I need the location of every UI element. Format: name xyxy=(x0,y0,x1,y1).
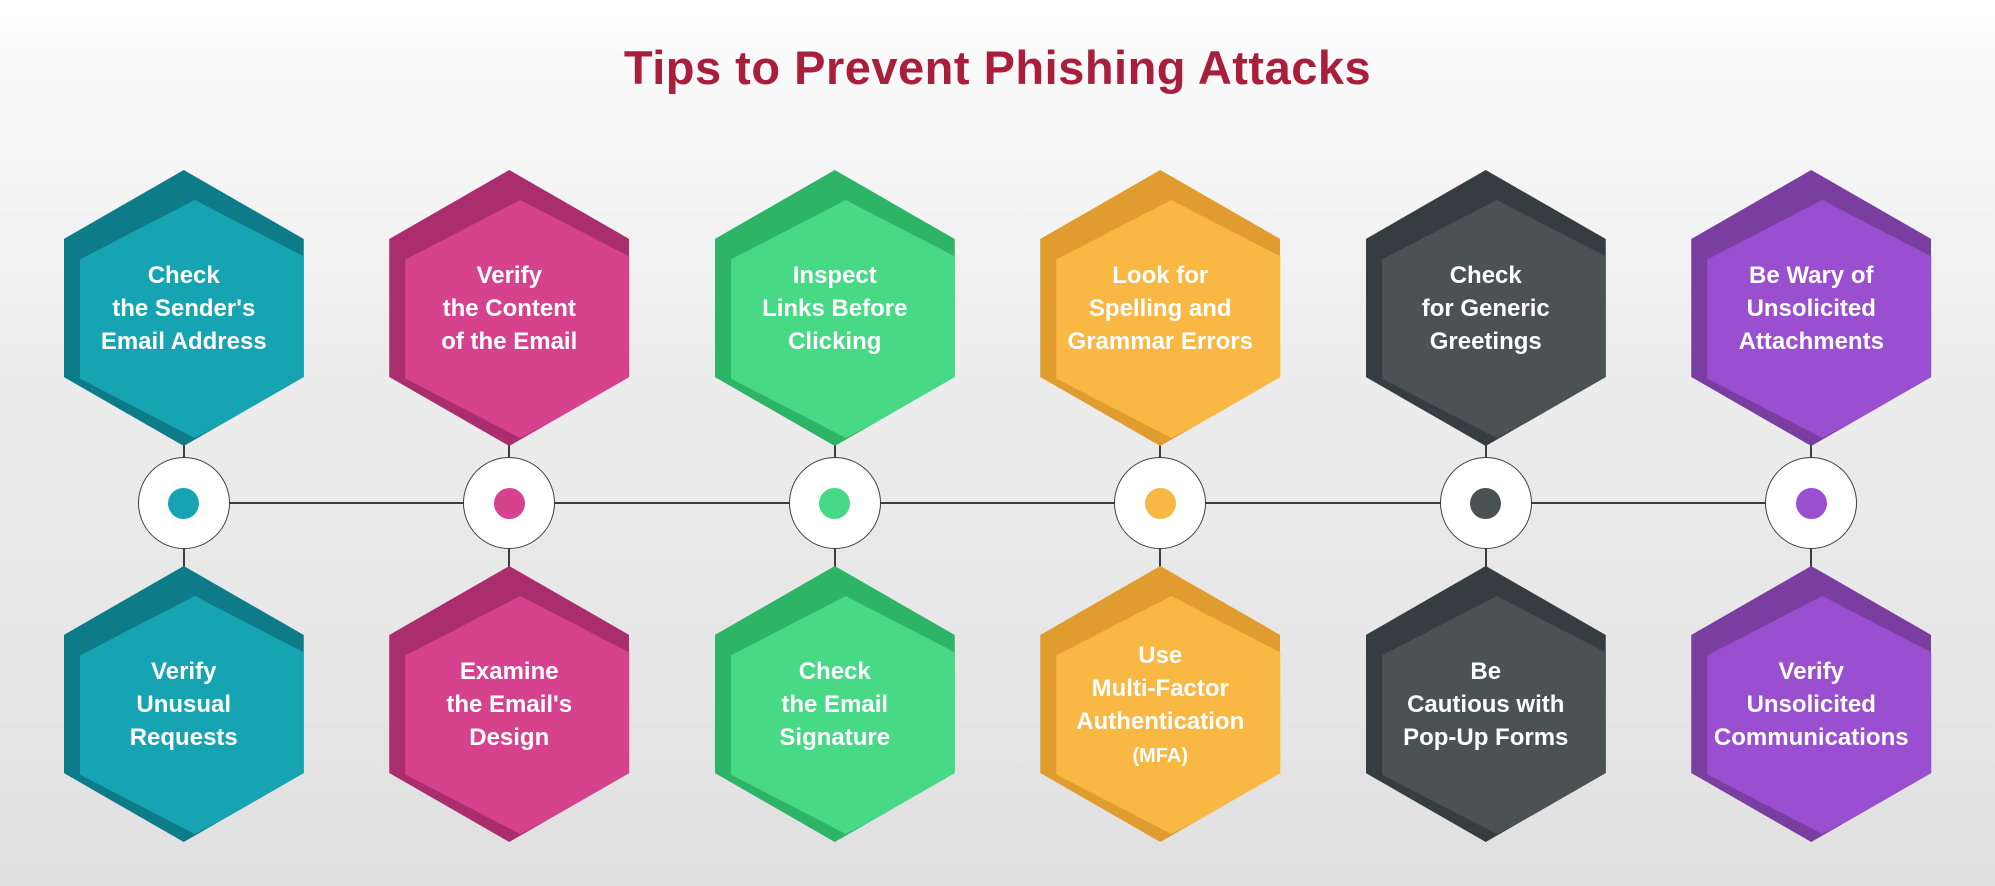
tip-text: Inspect Links Before Clicking xyxy=(762,261,908,355)
hexagon-top-label: Check the Sender's Email Address xyxy=(64,170,304,446)
hexagon-top: Check for Generic Greetings xyxy=(1365,170,1606,446)
tip-text: Be Cautious with Pop-Up Forms xyxy=(1403,657,1569,751)
timeline-node-circle xyxy=(137,457,230,549)
hexagon-bottom-label: Verify Unsolicited Communications xyxy=(1691,566,1931,842)
tip-text: Check the Sender's Email Address xyxy=(100,261,267,355)
timeline-column-email-content: Verify the Content of the Email Examine … xyxy=(347,0,673,886)
timeline-node-dot xyxy=(1144,487,1176,519)
timeline-line xyxy=(184,502,1811,504)
timeline-node-dot xyxy=(1795,487,1827,519)
timeline-node-circle xyxy=(788,457,881,549)
tip-text: Check the Email Signature xyxy=(779,657,891,751)
timeline-node-circle xyxy=(1114,457,1207,549)
hexagon-bottom-label: Examine the Email's Design xyxy=(389,566,629,842)
hexagon-bottom-label: Be Cautious with Pop-Up Forms xyxy=(1366,566,1606,842)
timeline-column-greetings-popups: Check for Generic Greetings Be Cautious … xyxy=(1323,0,1649,886)
tip-text: Verify the Content of the Email xyxy=(441,261,578,355)
tip-text: Verify Unsolicited Communications xyxy=(1713,657,1909,751)
timeline-node-dot xyxy=(819,487,851,519)
hexagon-top: Inspect Links Before Clicking xyxy=(714,170,955,446)
tip-subtext: (MFA) xyxy=(1132,744,1189,767)
tip-text: Look for Spelling and Grammar Errors xyxy=(1067,261,1253,355)
hexagon-top-label: Look for Spelling and Grammar Errors xyxy=(1040,170,1280,446)
hexagon-bottom-label: Use Multi-Factor Authentication (MFA) xyxy=(1040,566,1280,842)
hexagon-bottom: Use Multi-Factor Authentication (MFA) xyxy=(1040,566,1281,842)
tip-text: Use Multi-Factor Authentication xyxy=(1076,641,1245,735)
page-title: Tips to Prevent Phishing Attacks xyxy=(623,41,1372,94)
hexagon-bottom: Verify Unusual Requests xyxy=(63,566,304,842)
hexagon-bottom: Verify Unsolicited Communications xyxy=(1691,566,1932,842)
hexagon-top: Check the Sender's Email Address xyxy=(63,170,304,446)
hexagon-top-label: Inspect Links Before Clicking xyxy=(715,170,955,446)
tip-text: Check for Generic Greetings xyxy=(1421,261,1550,355)
hexagon-bottom: Be Cautious with Pop-Up Forms xyxy=(1365,566,1606,842)
hexagon-bottom: Examine the Email's Design xyxy=(389,566,630,842)
hexagon-bottom: Check the Email Signature xyxy=(714,566,955,842)
hexagon-top: Look for Spelling and Grammar Errors xyxy=(1040,170,1281,446)
timeline-column-links: Inspect Links Before Clicking Check the … xyxy=(672,0,998,886)
timeline-node-dot xyxy=(1470,487,1502,519)
hexagon-top: Be Wary of Unsolicited Attachments xyxy=(1691,170,1932,446)
hexagon-top-label: Verify the Content of the Email xyxy=(389,170,629,446)
timeline-columns: Check the Sender's Email Address Verify … xyxy=(21,0,1974,886)
tip-text: Verify Unusual Requests xyxy=(129,657,238,751)
timeline-column-spelling-mfa: Look for Spelling and Grammar Errors Use… xyxy=(998,0,1324,886)
timeline-column-sender-address: Check the Sender's Email Address Verify … xyxy=(21,0,347,886)
hexagon-bottom-label: Verify Unusual Requests xyxy=(64,566,304,842)
tip-text: Examine the Email's Design xyxy=(446,657,573,751)
hexagon-top: Verify the Content of the Email xyxy=(389,170,630,446)
timeline-node-dot xyxy=(168,487,200,519)
tip-text: Be Wary of Unsolicited Attachments xyxy=(1738,261,1884,355)
hexagon-top-label: Be Wary of Unsolicited Attachments xyxy=(1691,170,1931,446)
timeline-column-unsolicited: Be Wary of Unsolicited Attachments Verif… xyxy=(1649,0,1975,886)
hexagon-top-label: Check for Generic Greetings xyxy=(1366,170,1606,446)
hexagon-bottom-label: Check the Email Signature xyxy=(715,566,955,842)
timeline-node-circle xyxy=(463,457,556,549)
timeline-node-circle xyxy=(1765,457,1858,549)
timeline-node-circle xyxy=(1439,457,1532,549)
timeline-node-dot xyxy=(493,487,525,519)
